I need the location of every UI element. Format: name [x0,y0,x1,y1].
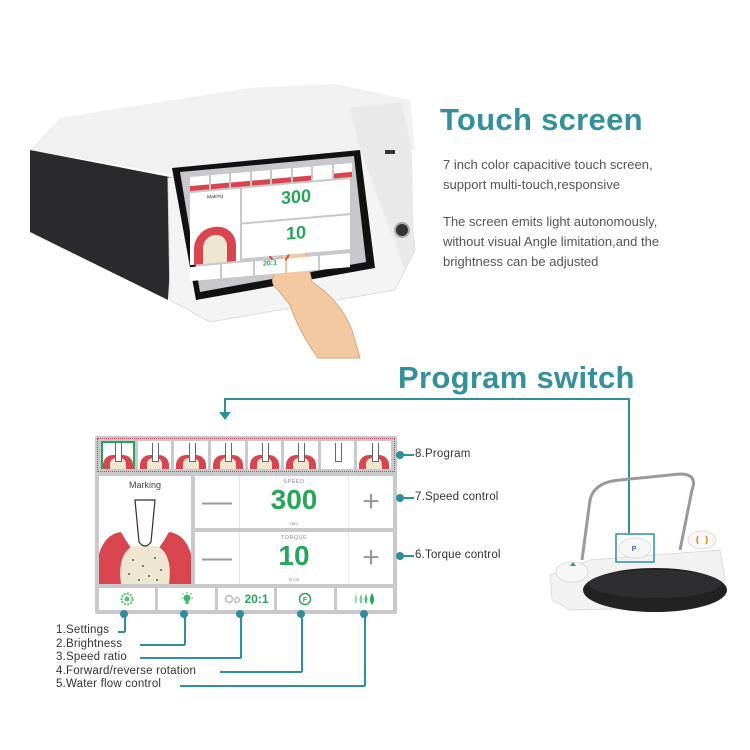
forward-rotation-icon: F [299,592,312,606]
callout-line [220,671,302,673]
desc-line: brightness can be adjusted [443,254,599,269]
callout-line [118,631,125,633]
program-switch-title: Program switch [398,360,635,395]
device-knob [394,222,410,238]
pedal-water-button [555,561,589,583]
program-thumbnail-4[interactable] [210,441,245,469]
desc-line: support multi-touch,responsive [443,177,621,192]
program-thumbnail-5[interactable] [247,441,282,469]
callout-brightness: 2.Brightness [56,637,123,650]
program-thumbnail-2[interactable] [137,441,172,469]
callout-program: 8.Program [415,448,471,460]
function-button-row: 20:1 F [99,588,394,610]
touch-screen-title: Touch screen [440,102,643,137]
program-strip [97,438,395,472]
gears-icon [224,594,240,604]
torque-decrease-button[interactable]: — [195,532,240,584]
connector-line [628,398,630,533]
torque-increase-button[interactable]: + [348,532,393,584]
arrow-down-icon [219,412,231,420]
device-mini-screen: Making 300 10 20:1 [188,161,354,288]
desc-line: The screen emits light autonomously, [443,214,658,229]
drill-illustration [99,499,191,584]
device-mode-label: Making [206,193,224,201]
program-thumbnail-1[interactable] [101,441,135,469]
connector-line [224,398,226,414]
callout-line [240,614,242,658]
bottom-callout-list: 1.Settings 2.Brightness 3.Speed ratio 4.… [56,624,196,692]
callout-speed-control: 7.Speed control [415,491,499,503]
callout-rotation: 4.Forward/reverse rotation [56,664,197,677]
speed-ratio-button[interactable]: 20:1 [217,588,275,610]
touch-screen-desc-2: The screen emits light autonomously, wit… [443,212,659,272]
callout-line [301,614,303,672]
callout-line [180,685,365,687]
speed-decrease-button[interactable]: — [195,476,240,528]
callout-line [184,614,186,645]
callout-line [400,555,414,557]
callout-line [140,644,185,646]
torque-unit: N·cm [288,577,300,582]
svg-text:F: F [303,597,308,604]
desc-line: without visual Angle limitation,and the [443,234,660,249]
brightness-button[interactable] [158,588,215,610]
device-torque-value: 10 [285,221,307,244]
speed-control: — SPEED 300 rpm + [195,476,393,528]
foot-pedal-illustration: P [549,472,727,612]
device-speed-value: 300 [280,185,312,209]
water-flow-button[interactable] [336,588,394,610]
speed-ratio-value: 20:1 [244,592,269,606]
touch-screen-desc-1: 7 inch color capacitive touch screen, su… [443,155,653,195]
torque-label: TORQUE [280,535,308,541]
callout-line [364,614,366,686]
mode-card: Marking [99,476,191,584]
rotation-direction-button[interactable]: F [277,588,334,610]
program-thumbnail-6[interactable] [284,441,318,469]
callout-line [124,614,126,632]
callout-settings: 1.Settings [56,624,110,636]
callout-line [400,497,414,499]
torque-control: — TORQUE 10 N·cm + [195,532,393,584]
pedal-handle [580,472,695,561]
callout-line [400,454,414,456]
mode-label: Marking [128,480,161,490]
program-thumbnail-7[interactable] [320,441,355,469]
settings-button[interactable] [99,588,156,610]
torque-value: 10 [278,540,310,571]
pedal-rotation-button [687,530,717,550]
speed-label: SPEED [283,479,305,485]
ui-panel: Marking — SPEED 300 rpm + — TORQUE 10 N·… [95,436,397,614]
program-button-highlight [615,533,655,563]
speed-value: 300 [270,484,318,515]
callout-water-flow: 5.Water flow control [56,678,162,690]
water-drops-icon [354,593,374,605]
svg-text:P: P [632,546,637,553]
gear-icon [120,592,134,606]
program-thumbnail-3[interactable] [174,441,208,469]
callout-torque-control: 6.Torque control [415,549,501,561]
speed-increase-button[interactable]: + [348,476,393,528]
callout-speed-ratio: 3.Speed ratio [56,651,128,663]
bulb-icon [180,592,193,604]
pedal-program-button [618,537,652,559]
program-thumbnail-8[interactable] [357,441,391,469]
desc-line: 7 inch color capacitive touch screen, [443,157,653,172]
connector-line [224,398,629,400]
device-ratio: 20:1 [254,258,286,276]
speed-unit: rpm [290,521,298,526]
callout-line [140,657,241,659]
